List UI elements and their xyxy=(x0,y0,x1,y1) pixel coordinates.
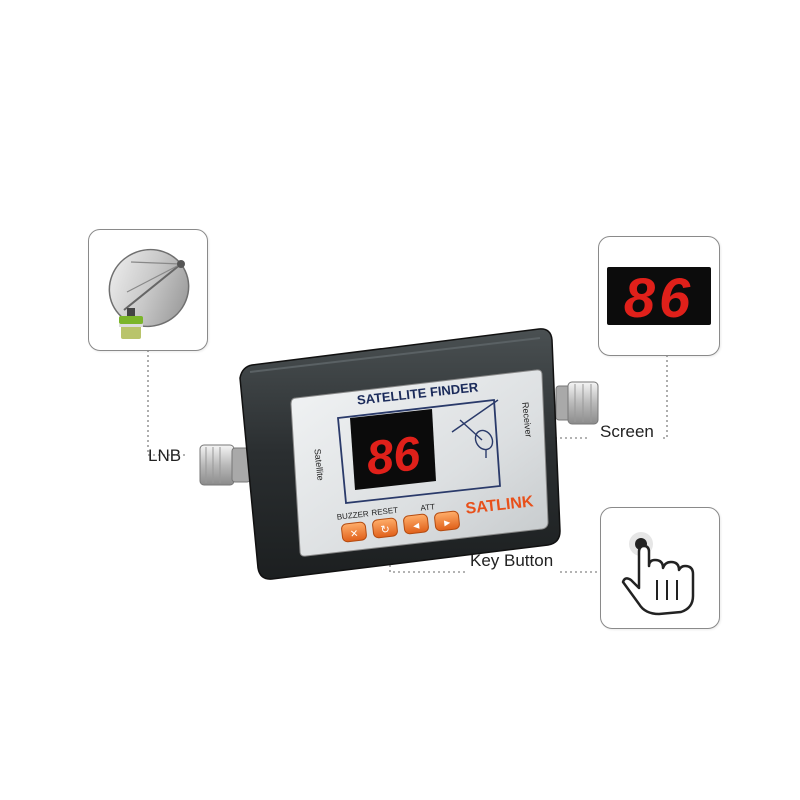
screen-preview-digits: 86 xyxy=(624,266,694,329)
screen-label: Screen xyxy=(600,422,654,441)
port-label-satellite: Satellite xyxy=(312,448,325,481)
port-label-receiver: Receiver xyxy=(520,402,534,438)
screen-callout-box: 86 xyxy=(598,236,720,356)
lnb-callout-box xyxy=(88,229,208,351)
connector-icon xyxy=(199,444,251,486)
satellite-dish-icon xyxy=(108,248,190,339)
device-button-buzzer[interactable]: ✕ xyxy=(341,521,367,543)
device-button-att-left[interactable]: ◄ xyxy=(403,513,429,535)
device-button-reset[interactable]: ↻ xyxy=(372,517,398,539)
hand-pointer-icon xyxy=(621,532,695,616)
led-display-digits: 86 xyxy=(364,427,423,486)
svg-text:✕: ✕ xyxy=(350,529,360,541)
screen-preview: 86 xyxy=(607,266,711,329)
svg-text:↻: ↻ xyxy=(380,524,390,537)
key-button-label: Key Button xyxy=(470,551,554,570)
svg-text:◄: ◄ xyxy=(411,520,422,532)
svg-text:►: ► xyxy=(442,517,453,529)
key-button-callout-box xyxy=(600,507,720,629)
panel-dish-icon xyxy=(451,399,499,458)
button-label-buzzer: BUZZER xyxy=(336,509,369,521)
button-label-reset: RESET xyxy=(371,506,399,518)
button-label-att: ATT xyxy=(420,502,436,513)
connector-icon xyxy=(555,381,599,425)
device-button-att-right[interactable]: ► xyxy=(434,510,460,532)
lnb-label: LNB xyxy=(148,446,182,465)
